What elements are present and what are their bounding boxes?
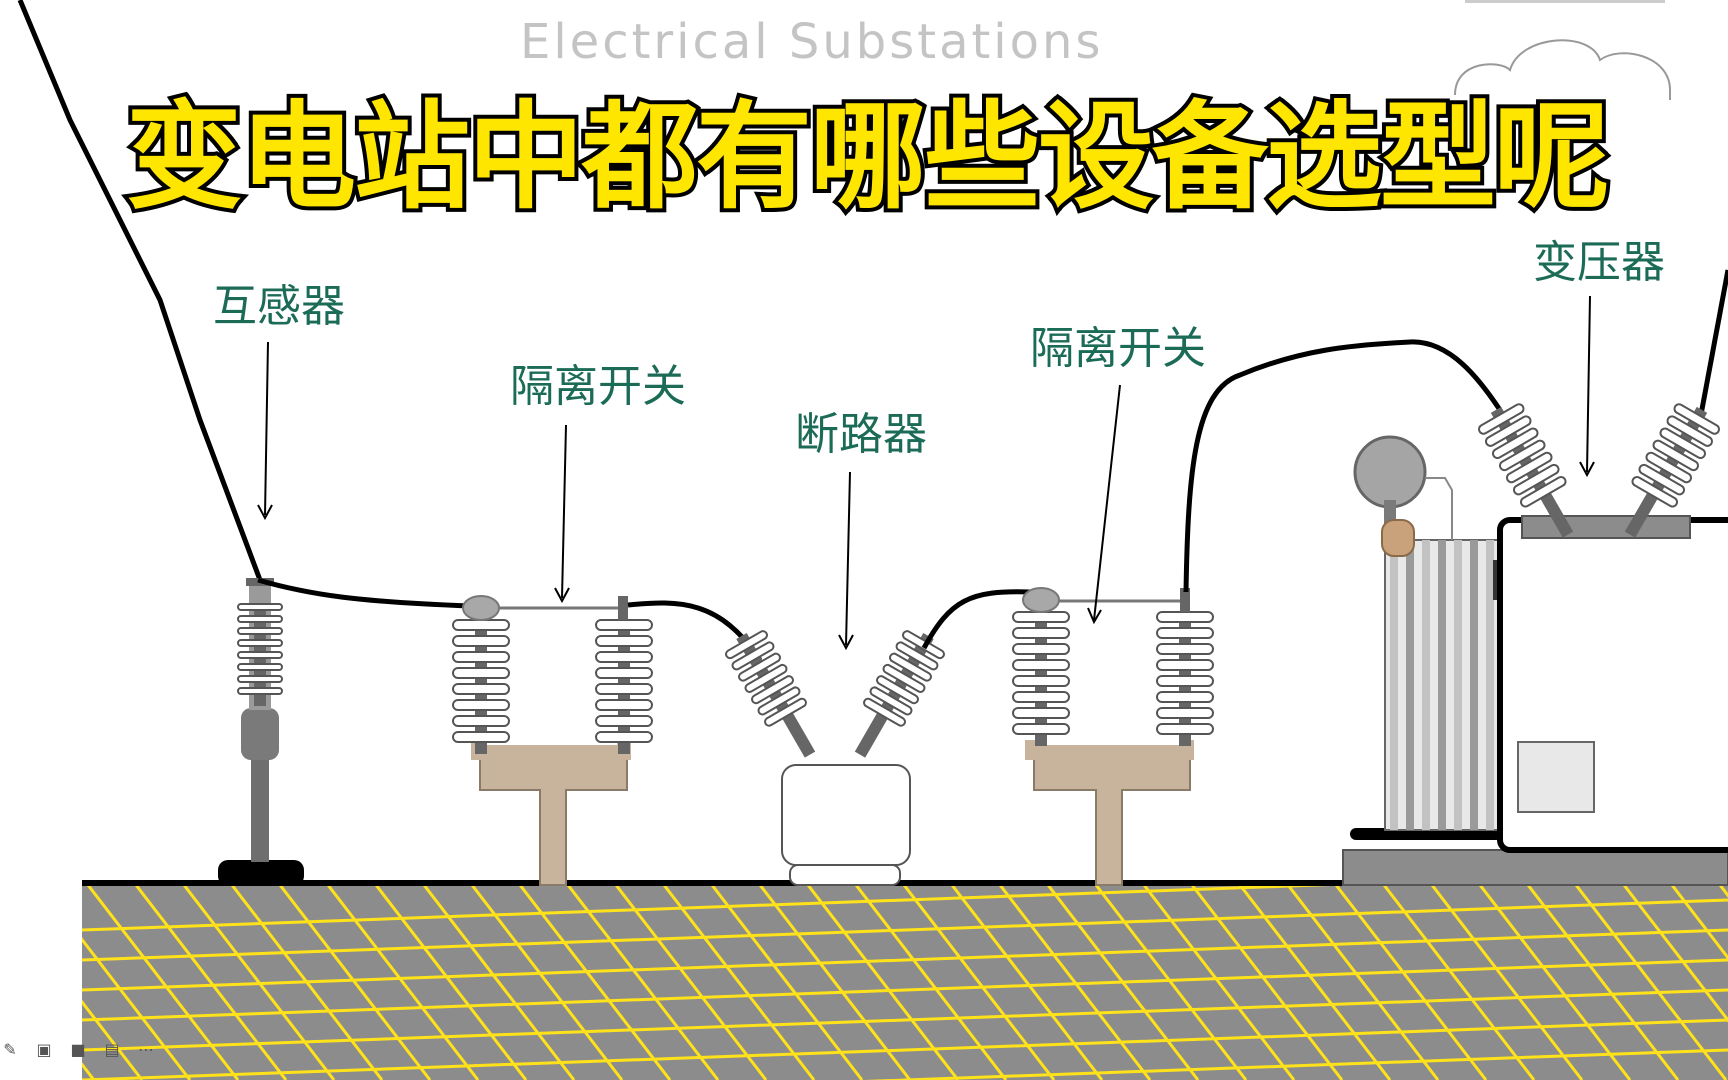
- disconnector-right: [1012, 587, 1214, 886]
- label-arrows: [257, 295, 1595, 651]
- outgoing-line: [1697, 269, 1728, 421]
- label-circuit-breaker: 断路器: [795, 409, 927, 460]
- video-toolbar: ✎ ▣ ■ ▤ ⋯: [0, 1036, 156, 1064]
- label-disconnector-left: 隔离开关: [510, 361, 686, 412]
- bus-conductor-1: [257, 577, 471, 609]
- comment-icon[interactable]: ▤: [104, 1040, 120, 1059]
- ground-slab: [82, 880, 1728, 1080]
- pen-icon[interactable]: ✎: [3, 1040, 17, 1059]
- headline-title: 变电站中都有哪些设备选型呢: [122, 86, 1614, 229]
- circuit-breaker: [725, 630, 945, 886]
- instrument-transformer: [218, 578, 304, 886]
- label-power-transformer: 变压器: [1533, 237, 1665, 288]
- bus-conductor-4: [1183, 339, 1503, 593]
- screenshot-icon[interactable]: ▣: [36, 1040, 52, 1059]
- cloud-outline: [1454, 39, 1671, 100]
- label-instrument-transformer: 互感器: [213, 281, 345, 332]
- incoming-line: [17, 0, 263, 581]
- subtitle: Electrical Substations: [520, 14, 1104, 70]
- camera-icon[interactable]: ■: [70, 1040, 86, 1059]
- power-transformer: [1342, 403, 1728, 886]
- bus-conductor-3: [921, 589, 1031, 650]
- label-disconnector-right: 隔离开关: [1030, 323, 1206, 374]
- disconnector-left: [452, 595, 653, 886]
- more-icon[interactable]: ⋯: [138, 1040, 154, 1059]
- top-right-bar: [1465, 0, 1665, 3]
